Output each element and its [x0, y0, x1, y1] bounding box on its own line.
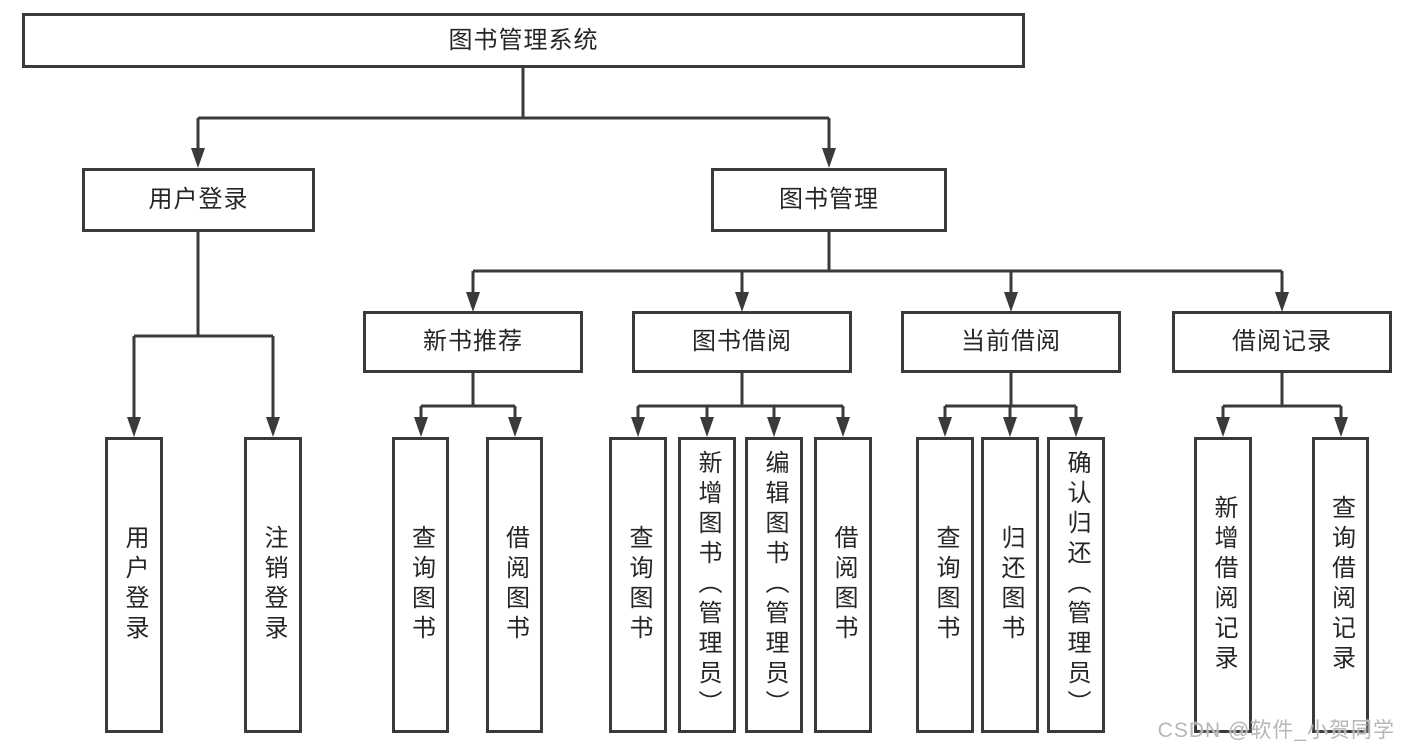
leaf-user-login: 用户登录 — [105, 437, 163, 733]
arrow-down-icon — [735, 292, 749, 312]
leaf-query-books-current-label: 查询图书 — [932, 525, 959, 645]
leaf-borrow-books-borrowing: 借阅图书 — [814, 437, 872, 733]
leaf-add-borrow-record-label: 新增借阅记录 — [1210, 495, 1237, 675]
leaf-query-books-borrowing-label: 查询图书 — [625, 525, 652, 645]
node-root-label: 图书管理系统 — [448, 26, 599, 54]
leaf-query-borrow-record-label: 查询借阅记录 — [1327, 495, 1355, 675]
arrow-down-icon — [1334, 417, 1348, 437]
arrow-down-icon — [414, 417, 428, 437]
arrow-down-icon — [822, 148, 836, 168]
leaf-edit-book-admin-label: 编辑图书（管理员） — [761, 450, 788, 720]
leaf-edit-book-admin: 编辑图书（管理员） — [745, 437, 803, 733]
arrow-down-icon — [1069, 417, 1083, 437]
node-current-borrowing-label: 当前借阅 — [961, 328, 1061, 355]
connector-borrow-records — [1221, 372, 1343, 422]
arrow-down-icon — [191, 148, 205, 168]
node-borrow-records: 借阅记录 — [1172, 311, 1392, 373]
connector-book-mgmt — [471, 231, 1284, 297]
arrow-down-icon — [127, 417, 141, 437]
arrow-down-icon — [508, 417, 522, 437]
connector-new-book — [419, 372, 517, 422]
arrow-down-icon — [1003, 417, 1017, 437]
arrow-down-icon — [466, 292, 480, 312]
connector-book-borrow — [636, 372, 845, 422]
node-root: 图书管理系统 — [22, 13, 1025, 68]
csdn-watermark: CSDN @软件_小贺同学 — [1157, 719, 1395, 742]
leaf-query-books-current: 查询图书 — [916, 437, 974, 733]
leaf-confirm-return-admin-label: 确认归还（管理员） — [1063, 450, 1090, 720]
node-user-login: 用户登录 — [82, 168, 315, 232]
leaf-logout-label: 注销登录 — [260, 525, 287, 645]
leaf-borrow-books-recommend-label: 借阅图书 — [501, 525, 529, 645]
node-current-borrowing: 当前借阅 — [901, 311, 1121, 373]
leaf-query-books-recommend-label: 查询图书 — [407, 525, 435, 645]
arrow-down-icon — [767, 417, 781, 437]
connector-current-borrow — [943, 372, 1078, 422]
connector-user-login — [132, 231, 275, 422]
leaf-borrow-books-recommend: 借阅图书 — [486, 437, 543, 733]
node-new-book-recommend-label: 新书推荐 — [423, 328, 523, 355]
leaf-query-books-borrowing: 查询图书 — [609, 437, 667, 733]
leaf-borrow-books-borrowing-label: 借阅图书 — [830, 525, 857, 645]
arrow-down-icon — [700, 417, 714, 437]
leaf-add-borrow-record: 新增借阅记录 — [1194, 437, 1252, 733]
arrow-down-icon — [1275, 292, 1289, 312]
leaf-return-book-label: 归还图书 — [997, 525, 1024, 645]
node-book-management: 图书管理 — [711, 168, 947, 232]
leaf-logout: 注销登录 — [244, 437, 302, 733]
arrow-down-icon — [631, 417, 645, 437]
node-new-book-recommend: 新书推荐 — [363, 311, 583, 373]
leaf-query-books-recommend: 查询图书 — [392, 437, 449, 733]
node-book-borrowing-label: 图书借阅 — [692, 328, 792, 355]
arrow-down-icon — [1004, 292, 1018, 312]
arrow-down-icon — [938, 417, 952, 437]
arrow-down-icon — [836, 417, 850, 437]
arrowheads — [127, 148, 1348, 437]
leaf-add-book-admin: 新增图书（管理员） — [678, 437, 736, 733]
connector-root — [196, 68, 831, 153]
node-user-login-label: 用户登录 — [148, 186, 249, 213]
node-borrow-records-label: 借阅记录 — [1232, 328, 1332, 355]
arrow-down-icon — [1216, 417, 1230, 437]
leaf-query-borrow-record: 查询借阅记录 — [1312, 437, 1369, 733]
node-book-management-label: 图书管理 — [779, 186, 879, 213]
node-book-borrowing: 图书借阅 — [632, 311, 852, 373]
leaf-add-book-admin-label: 新增图书（管理员） — [694, 450, 721, 720]
leaf-user-login-label: 用户登录 — [121, 525, 148, 645]
leaf-confirm-return-admin: 确认归还（管理员） — [1047, 437, 1105, 733]
arrow-down-icon — [266, 417, 280, 437]
leaf-return-book: 归还图书 — [981, 437, 1039, 733]
